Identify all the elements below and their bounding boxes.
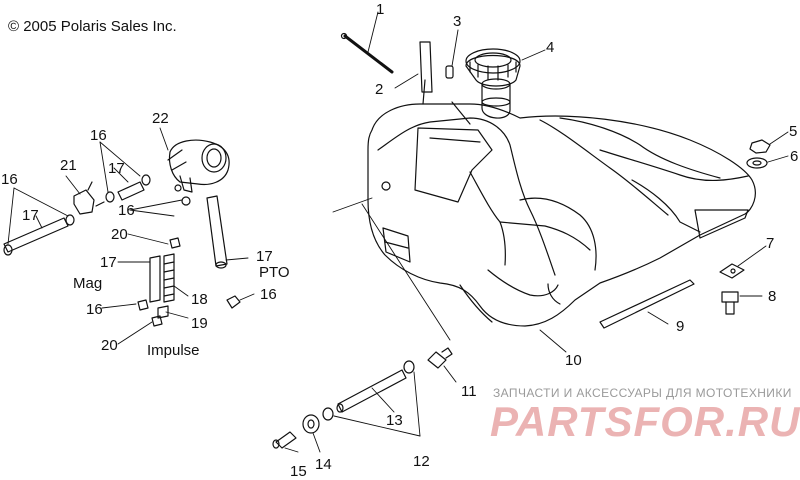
callout-16b: 16 <box>90 127 107 144</box>
callout-14: 14 <box>315 456 332 473</box>
callout-22: 22 <box>152 110 169 127</box>
callout-3: 3 <box>453 13 462 30</box>
clamp-12 <box>322 360 415 421</box>
callout-20b: 20 <box>101 337 118 354</box>
clip-3 <box>445 65 454 79</box>
callout-16c: 16 <box>118 202 135 219</box>
watermark-tagline: ЗАПЧАСТИ И АКСЕССУАРЫ ДЛЯ МОТОТЕХНИКИ <box>493 386 792 400</box>
callout-18: 18 <box>191 291 208 308</box>
callout-12: 12 <box>413 453 430 470</box>
nut-5 <box>749 139 771 154</box>
bolt-8 <box>721 291 739 315</box>
callout-21: 21 <box>60 157 77 174</box>
fitting-15 <box>272 431 297 449</box>
callout-16e: 16 <box>86 301 103 318</box>
callout-16d: 16 <box>260 286 277 303</box>
callout-5: 5 <box>789 123 798 140</box>
washer-6 <box>746 157 768 169</box>
callout-15: 15 <box>290 463 307 480</box>
copyright-notice: © 2005 Polaris Sales Inc. <box>8 18 177 35</box>
callout-17d: 17 <box>256 248 273 265</box>
callout-17c: 17 <box>100 254 117 271</box>
callout-13: 13 <box>386 412 403 429</box>
petcock-group <box>3 139 241 327</box>
fitting-11 <box>427 347 453 369</box>
callout-16a: 16 <box>1 171 18 188</box>
bracket-2 <box>419 41 471 125</box>
callout-11: 11 <box>461 383 477 400</box>
callout-17a: 17 <box>22 207 39 224</box>
callout-8: 8 <box>768 288 777 305</box>
callout-17b: 17 <box>108 160 125 177</box>
callout-19: 19 <box>191 315 208 332</box>
fuel-hose-13 <box>336 369 407 413</box>
callout-9: 9 <box>676 318 685 335</box>
plate-7 <box>719 263 745 279</box>
vent-line <box>340 32 394 74</box>
callout-1: 1 <box>376 1 385 18</box>
left-leader-lines <box>7 127 255 345</box>
leader-lines <box>284 11 789 453</box>
callout-6: 6 <box>790 148 799 165</box>
callout-20a: 20 <box>111 226 128 243</box>
label-pto: PTO <box>259 264 290 281</box>
callout-2: 2 <box>375 81 384 98</box>
watermark-logo: PARTSFOR.RU <box>490 398 800 445</box>
fuel-cap <box>465 48 521 119</box>
callout-10: 10 <box>565 352 582 369</box>
grommet-14 <box>302 414 320 434</box>
callout-7: 7 <box>766 235 775 252</box>
callout-4: 4 <box>546 39 555 56</box>
fuel-tank <box>367 103 756 327</box>
strap-9 <box>599 279 695 329</box>
label-impulse: Impulse <box>147 342 200 359</box>
label-mag: Mag <box>73 275 103 292</box>
